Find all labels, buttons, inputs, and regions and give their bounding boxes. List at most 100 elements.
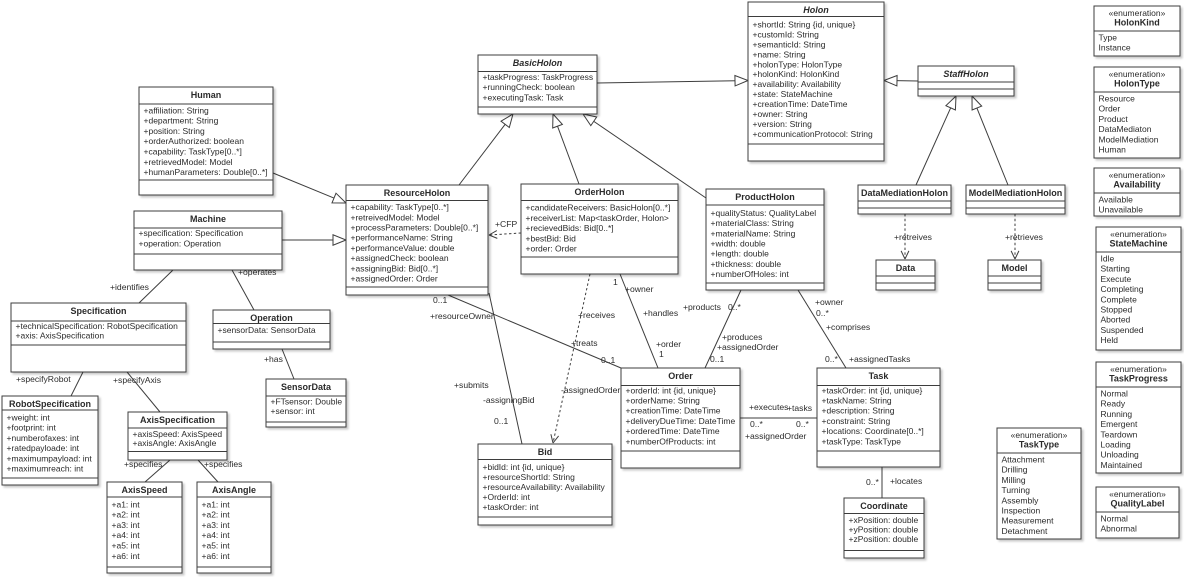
svg-text:+availability: Availability: +availability: Availability: [753, 79, 842, 89]
svg-text:+order: Order: +order: Order: [526, 244, 577, 254]
svg-text:ResourceHolon: ResourceHolon: [384, 188, 451, 198]
svg-text:+handles: +handles: [643, 308, 678, 318]
svg-text:Product: Product: [1099, 114, 1129, 124]
svg-text:Order: Order: [668, 371, 693, 381]
svg-text:+executingTask: Task: +executingTask: Task: [483, 92, 565, 102]
svg-text:+thickness: double: +thickness: double: [711, 259, 782, 269]
svg-text:AxisSpecification: AxisSpecification: [140, 415, 215, 425]
svg-text:+OrderId: int: +OrderId: int: [483, 492, 531, 502]
svg-text:+a1: int: +a1: int: [112, 499, 141, 509]
svg-text:+technicalSpecification: Robot: +technicalSpecification: RobotSpecificat…: [16, 321, 179, 331]
svg-text:1: 1: [659, 349, 664, 359]
svg-text:+maximumreach: int: +maximumreach: int: [7, 464, 84, 474]
svg-text:+receiverList: Map<taskOrder,: +receiverList: Map<taskOrder, Holon>: [526, 213, 669, 223]
svg-text:+performanceValue: double: +performanceValue: double: [351, 243, 455, 253]
svg-text:+semanticId: String: +semanticId: String: [753, 39, 826, 49]
svg-text:+xPosition: double: +xPosition: double: [849, 515, 919, 525]
svg-text:+position: String: +position: String: [144, 126, 205, 136]
svg-text:«enumeration»: «enumeration»: [1110, 229, 1167, 239]
svg-text:+specifyRobot: +specifyRobot: [16, 374, 71, 384]
svg-text:Ready: Ready: [1101, 399, 1126, 409]
svg-text:+assignedOrder: Order: +assignedOrder: Order: [351, 274, 438, 284]
svg-text:+order: +order: [656, 339, 681, 349]
svg-text:Human: Human: [1099, 145, 1127, 155]
svg-text:+assignedTasks: +assignedTasks: [849, 354, 910, 364]
svg-text:+owner: String: +owner: String: [753, 109, 808, 119]
svg-text:+resourceShortId: String: +resourceShortId: String: [483, 472, 576, 482]
svg-text:+taskType: TaskType: +taskType: TaskType: [822, 436, 902, 446]
svg-text:+runningCheck: boolean: +runningCheck: boolean: [483, 82, 576, 92]
svg-text:+executes: +executes: [749, 402, 788, 412]
svg-text:Held: Held: [1101, 335, 1119, 345]
svg-text:StateMachine: StateMachine: [1109, 239, 1167, 249]
svg-text:Completing: Completing: [1101, 284, 1144, 294]
svg-text:+version: String: +version: String: [753, 119, 813, 129]
svg-text:+assignedOrder: +assignedOrder: [745, 431, 807, 441]
svg-text:Machine: Machine: [190, 214, 226, 224]
svg-text:Running: Running: [1101, 409, 1133, 419]
svg-text:+sensor: int: +sensor: int: [271, 406, 316, 416]
svg-text:+locations: Coordinate[0..*]: +locations: Coordinate[0..*]: [822, 426, 924, 436]
svg-text:Starting: Starting: [1101, 264, 1131, 274]
svg-text:+specification: Specification: +specification: Specification: [139, 228, 244, 238]
svg-text:Measurement: Measurement: [1002, 516, 1055, 526]
svg-text:«enumeration»: «enumeration»: [1109, 170, 1166, 180]
svg-text:+state: StateMachine: +state: StateMachine: [753, 89, 833, 99]
svg-text:+CFP: +CFP: [495, 219, 517, 229]
svg-text:+humanParameters: Double[0..*]: +humanParameters: Double[0..*]: [144, 167, 268, 177]
svg-text:0..1: 0..1: [601, 355, 616, 365]
svg-text:+retreives: +retreives: [894, 232, 932, 242]
svg-text:+orderedTime: DateTime: +orderedTime: DateTime: [626, 426, 720, 436]
svg-text:Operation: Operation: [250, 313, 293, 323]
svg-text:0..1: 0..1: [494, 416, 509, 426]
svg-text:Maintained: Maintained: [1101, 460, 1143, 470]
svg-text:Abnormal: Abnormal: [1101, 524, 1137, 534]
svg-text:+tasks: +tasks: [787, 403, 812, 413]
svg-text:Drilling: Drilling: [1002, 465, 1028, 475]
svg-text:+locates: +locates: [890, 476, 922, 486]
svg-text:+a1: int: +a1: int: [202, 499, 231, 509]
svg-text:Data: Data: [896, 263, 917, 273]
svg-text:+comprises: +comprises: [826, 322, 870, 332]
svg-text:-assigningBid: -assigningBid: [483, 395, 535, 405]
svg-text:+resourceOwner: +resourceOwner: [430, 311, 494, 321]
svg-text:+deliveryDueTime: DateTime: +deliveryDueTime: DateTime: [626, 416, 736, 426]
svg-text:Execute: Execute: [1101, 274, 1132, 284]
svg-text:Model: Model: [1002, 263, 1028, 273]
svg-text:StaffHolon: StaffHolon: [943, 69, 989, 79]
svg-text:0..*: 0..*: [750, 419, 764, 429]
svg-text:0..*: 0..*: [796, 419, 810, 429]
svg-text:HolonKind: HolonKind: [1114, 18, 1160, 28]
svg-text:+owner: +owner: [815, 297, 844, 307]
svg-text:+treats: +treats: [571, 338, 598, 348]
svg-text:+products: +products: [683, 302, 721, 312]
svg-text:OrderHolon: OrderHolon: [574, 187, 624, 197]
svg-text:Unavailable: Unavailable: [1099, 205, 1144, 215]
svg-text:Task: Task: [869, 371, 890, 381]
svg-text:TaskType: TaskType: [1019, 440, 1059, 450]
svg-text:0..*: 0..*: [728, 302, 742, 312]
svg-text:+axisAngle: AxisAngle: +axisAngle: AxisAngle: [133, 438, 217, 448]
svg-text:Coordinate: Coordinate: [860, 501, 908, 511]
svg-text:+a5: int: +a5: int: [202, 541, 231, 551]
svg-text:+taskOrder: int {id, unique}: +taskOrder: int {id, unique}: [822, 385, 923, 395]
svg-text:+qualityStatus: QualityLabel: +qualityStatus: QualityLabel: [711, 208, 817, 218]
svg-text:DataMediaton: DataMediaton: [1099, 124, 1152, 134]
svg-text:+holonKind: HolonKind: +holonKind: HolonKind: [753, 69, 840, 79]
svg-text:+customId: String: +customId: String: [753, 30, 820, 40]
svg-text:+produces: +produces: [722, 332, 762, 342]
svg-text:Instance: Instance: [1099, 43, 1131, 53]
svg-text:+operation: Operation: +operation: Operation: [139, 239, 222, 249]
svg-text:+a4: int: +a4: int: [112, 530, 141, 540]
svg-text:+operates: +operates: [238, 267, 276, 277]
svg-text:0..1: 0..1: [710, 354, 725, 364]
svg-text:+processParameters: Double[0..: +processParameters: Double[0..*]: [351, 223, 479, 233]
svg-text:Resource: Resource: [1099, 94, 1136, 104]
svg-text:Unloading: Unloading: [1101, 450, 1140, 460]
svg-text:+a2: int: +a2: int: [112, 510, 141, 520]
svg-text:BasicHolon: BasicHolon: [513, 58, 563, 68]
svg-text:+specifyAxis: +specifyAxis: [113, 375, 161, 385]
svg-text:Normal: Normal: [1101, 389, 1129, 399]
svg-text:+a2: int: +a2: int: [202, 510, 231, 520]
svg-text:0..*: 0..*: [816, 308, 830, 318]
